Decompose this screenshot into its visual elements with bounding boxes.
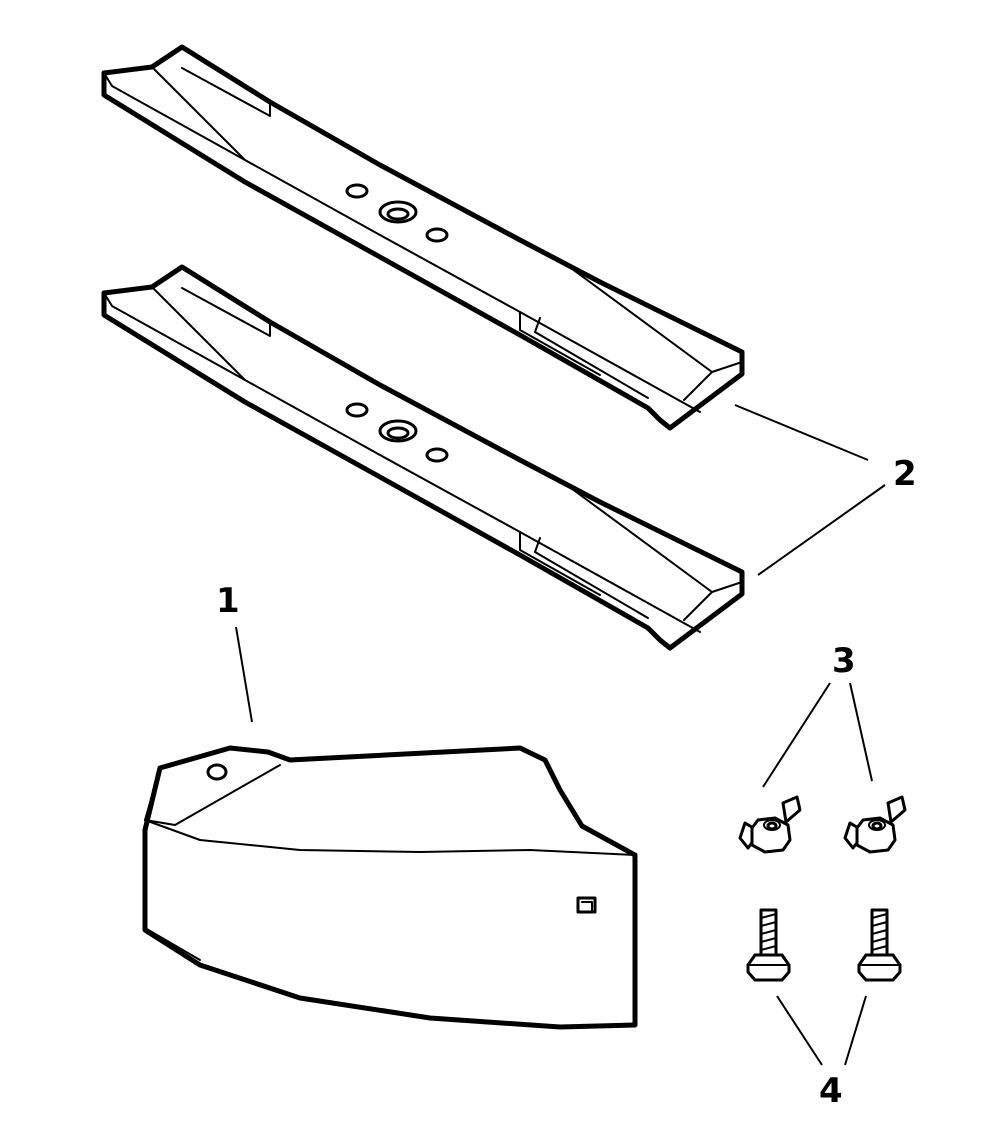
wing-nut-left bbox=[738, 795, 802, 854]
leader-2-upper bbox=[734, 404, 869, 461]
callout-3: 3 bbox=[832, 641, 856, 681]
leader-3-left bbox=[762, 682, 831, 788]
callout-1: 1 bbox=[216, 581, 240, 621]
callout-2: 2 bbox=[893, 454, 917, 494]
leader-3-right bbox=[849, 682, 873, 782]
leader-2-lower bbox=[757, 484, 886, 576]
bolt-right bbox=[857, 908, 902, 982]
mower-blade-lower bbox=[101, 264, 745, 651]
bolt-left bbox=[746, 908, 791, 982]
wing-nut-right bbox=[843, 795, 907, 854]
leader-4-left bbox=[776, 995, 823, 1066]
mower-blade-upper bbox=[101, 44, 745, 431]
callout-4: 4 bbox=[819, 1071, 843, 1111]
chute-deflector bbox=[142, 745, 638, 1030]
leader-1 bbox=[235, 626, 253, 723]
leader-4-right bbox=[844, 995, 867, 1066]
